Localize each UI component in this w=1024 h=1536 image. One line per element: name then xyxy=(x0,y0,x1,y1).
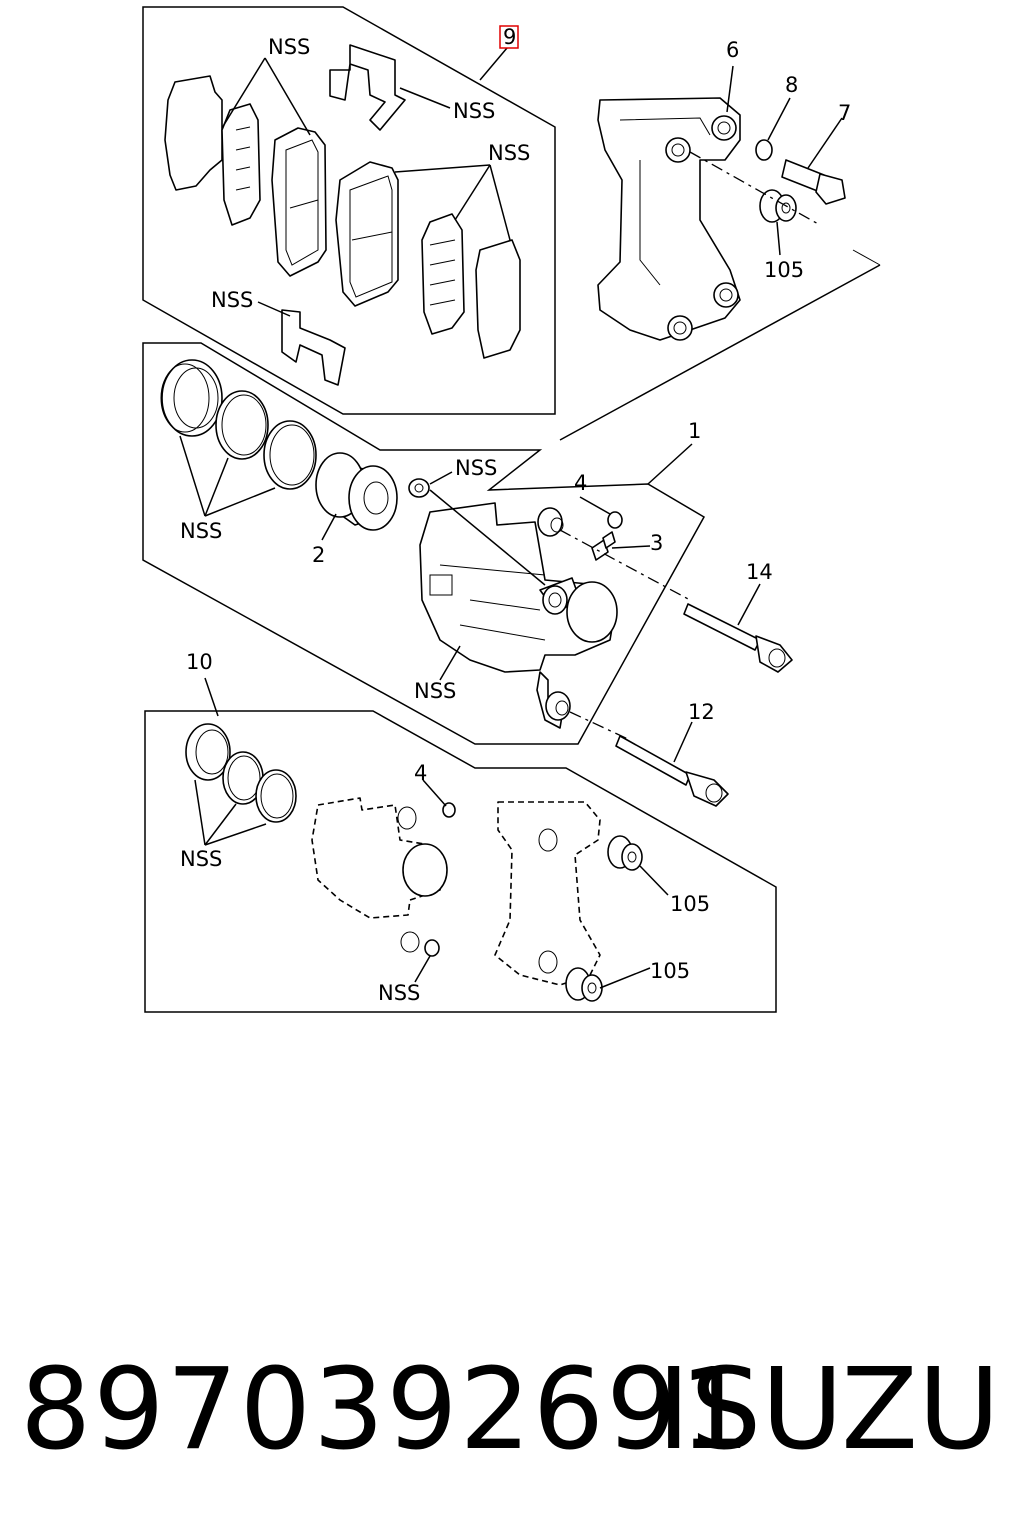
callout-nss-9: NSS xyxy=(378,981,420,1005)
brake-caliper-exploded-diagram: 9 NSS NSS NSS NSS 6 8 7 105 NSS 1 4 3 NS… xyxy=(142,6,881,1013)
callout-nss-8: NSS xyxy=(180,847,222,871)
callout-8: 8 xyxy=(785,73,798,97)
shim-plate-left xyxy=(164,75,223,191)
bleeder-cap-4 xyxy=(607,511,623,529)
caliper-bracket-group xyxy=(597,97,846,341)
callout-nss-7: NSS xyxy=(414,679,456,703)
anti-rattle-plate-right xyxy=(421,213,465,335)
callout-nss-3: NSS xyxy=(488,141,530,165)
shim-plate-right xyxy=(475,239,521,359)
bushing-105-top xyxy=(759,189,797,223)
bleeder-screw-3 xyxy=(591,531,616,561)
caliper-body xyxy=(419,502,616,673)
callout-12: 12 xyxy=(688,700,715,724)
bracket-bushing-upper xyxy=(711,115,737,141)
caliper-guide-mid xyxy=(542,585,568,615)
callout-9: 9 xyxy=(503,25,516,49)
callout-nss-1: NSS xyxy=(268,35,310,59)
callout-4-lower: 4 xyxy=(414,761,427,785)
group-frames xyxy=(142,6,881,1013)
piston-seal-ring xyxy=(215,390,269,460)
kit-seal-ring-2 xyxy=(255,769,297,823)
pad-kit-frame xyxy=(142,6,556,415)
guide-pin-12 xyxy=(615,735,729,807)
callout-14: 14 xyxy=(746,560,773,584)
callout-3: 3 xyxy=(650,531,663,555)
brand-name: ISUZU xyxy=(657,1345,1000,1475)
callout-labels: 9 NSS NSS NSS NSS 6 8 7 105 NSS 1 4 3 NS… xyxy=(180,25,851,1005)
bolt-7 xyxy=(781,159,846,205)
guide-pin-14 xyxy=(683,603,793,673)
callout-105-bottom: 105 xyxy=(650,959,690,983)
bracket-bushing-mid xyxy=(665,137,691,163)
part-footer: 8970392691 ISUZU xyxy=(0,1340,1024,1480)
caliper-guide-lower xyxy=(545,691,571,721)
kit-bleeder-screw xyxy=(424,939,440,957)
rebuild-kit-frame xyxy=(144,710,777,1013)
kit-bushing-105-a xyxy=(607,835,643,871)
callout-10: 10 xyxy=(186,650,213,674)
dust-boot xyxy=(161,359,223,437)
callout-nss-2: NSS xyxy=(453,99,495,123)
kit-bushing-105-b xyxy=(565,967,603,1002)
piston xyxy=(315,452,398,531)
caliper-cylinder xyxy=(566,581,618,643)
caliper-body-group xyxy=(419,489,691,741)
pad-clip-bottom xyxy=(281,309,346,386)
callout-1: 1 xyxy=(688,419,701,443)
bracket-frame-line xyxy=(559,264,881,441)
callout-2: 2 xyxy=(312,543,325,567)
anti-rattle-plate-left xyxy=(221,103,261,226)
leader-lines xyxy=(179,47,843,989)
rebuild-kit-group xyxy=(185,723,643,1002)
pad-clip-top xyxy=(329,44,406,131)
brake-pad-outer xyxy=(335,161,399,307)
bracket-bushing-lower xyxy=(713,282,739,308)
washer-8 xyxy=(755,139,773,161)
kit-dust-boot xyxy=(185,723,231,781)
bracket-bushing-bottom xyxy=(667,315,693,341)
kit-callout-box xyxy=(499,25,519,49)
callout-105-top: 105 xyxy=(764,258,804,282)
callout-nss-4: NSS xyxy=(211,288,253,312)
callout-nss-6: NSS xyxy=(180,519,222,543)
kit-bleeder-cap xyxy=(442,802,456,818)
callout-6: 6 xyxy=(726,38,739,62)
callout-7: 7 xyxy=(838,101,851,125)
piston-seal-ring-2 xyxy=(263,420,317,490)
callout-4-top: 4 xyxy=(574,471,587,495)
callout-nss-5: NSS xyxy=(455,456,497,480)
brake-pads-group xyxy=(164,44,521,386)
piston-seal-group xyxy=(160,359,430,531)
bleeder-cap xyxy=(408,478,430,498)
caliper-bracket xyxy=(597,97,741,341)
callout-105-mid: 105 xyxy=(670,892,710,916)
part-number: 8970392691 xyxy=(20,1345,753,1475)
